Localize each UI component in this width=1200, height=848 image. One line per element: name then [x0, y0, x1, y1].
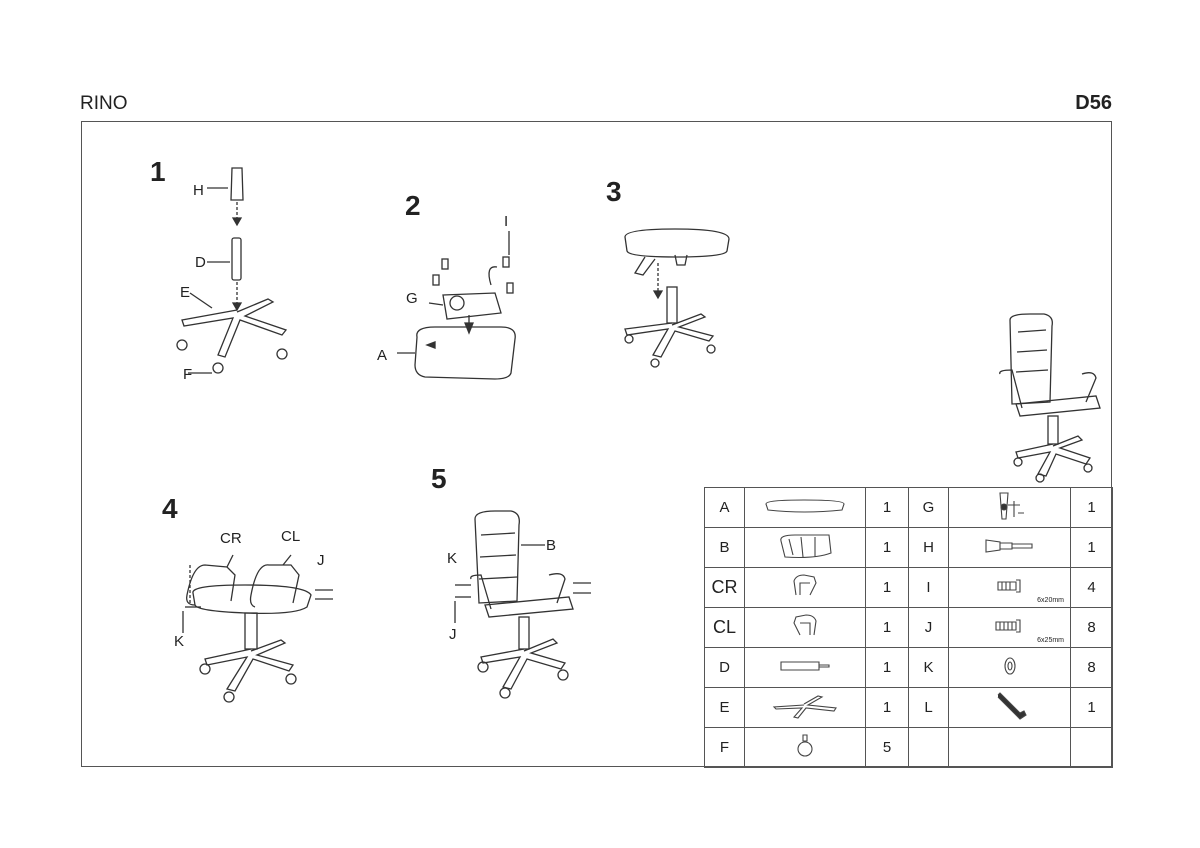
parts-row: D 1 K 8	[704, 647, 1113, 688]
step-5-number: 5	[431, 463, 447, 494]
part-qty: 1	[1070, 487, 1113, 528]
finished-chair-illustration	[999, 313, 1101, 483]
part-qty: 1	[865, 487, 909, 528]
allen-key-icon	[948, 687, 1071, 728]
part-letter: CL	[704, 607, 745, 648]
screw-size-label: 6x25mm	[1037, 637, 1064, 644]
part-qty: 1	[865, 607, 909, 648]
part-qty: 4	[1070, 567, 1113, 608]
caster-icon	[744, 727, 866, 768]
part-letter: L	[908, 687, 949, 728]
step-4-label-j: J	[317, 552, 325, 569]
step-1-label-f: F	[183, 366, 193, 383]
part-letter: E	[704, 687, 745, 728]
step-3-number: 3	[606, 176, 622, 207]
step-4-number: 4	[162, 493, 178, 524]
right-armrest-icon	[744, 567, 866, 608]
part-letter: K	[908, 647, 949, 688]
step-2-number: 2	[405, 190, 421, 221]
seat-icon	[744, 487, 866, 528]
step-2-label-i: I	[504, 213, 509, 230]
part-letter	[908, 727, 949, 768]
part-qty: 1	[1070, 687, 1113, 728]
washer-icon	[948, 647, 1071, 688]
step-2-label-a: A	[377, 347, 388, 364]
step-4-armrests-illustration	[182, 554, 333, 703]
step-2-label-g: G	[406, 290, 418, 307]
part-letter: J	[908, 607, 949, 648]
step-4-label-cl: CL	[281, 528, 301, 545]
instruction-frame	[81, 121, 1112, 767]
step-4-label-k: K	[174, 633, 185, 650]
part-qty: 8	[1070, 607, 1113, 648]
part-qty: 1	[865, 647, 909, 688]
step-3-seat-to-base-illustration	[624, 228, 730, 368]
model-name: RINO	[80, 93, 128, 114]
parts-row: CR 1 I 6x20mm 4	[704, 567, 1113, 608]
model-code: D56	[1075, 92, 1112, 114]
parts-row: A 1 G 1	[704, 487, 1113, 528]
left-armrest-icon	[744, 607, 866, 648]
part-qty: 5	[865, 727, 909, 768]
part-letter: A	[704, 487, 745, 528]
mechanism-icon	[948, 487, 1071, 528]
star-base-icon	[744, 687, 866, 728]
part-letter: D	[704, 647, 745, 688]
backrest-icon	[744, 527, 866, 568]
parts-row: B 1 H 1	[704, 527, 1113, 568]
step-5-label-k: K	[447, 550, 458, 567]
step-5-backrest-illustration	[454, 510, 591, 699]
step-4-label-cr: CR	[220, 530, 242, 547]
part-qty: 1	[865, 527, 909, 568]
part-letter: I	[908, 567, 949, 608]
screw-icon: 6x25mm	[948, 607, 1071, 648]
parts-row: F 5	[704, 727, 1113, 768]
parts-row: E 1 L 1	[704, 687, 1113, 728]
gas-lift-icon	[744, 647, 866, 688]
step-5-label-j: J	[449, 626, 457, 643]
step-1-label-d: D	[195, 254, 206, 271]
part-qty	[1070, 727, 1113, 768]
parts-row: CL 1 J 6x25mm 8	[704, 607, 1113, 648]
screw-icon: 6x20mm	[948, 567, 1071, 608]
step-1-base-assembly-illustration	[176, 167, 288, 374]
part-letter: G	[908, 487, 949, 528]
gas-lift-cover-icon	[948, 527, 1071, 568]
step-2-mechanism-to-seat-illustration	[397, 231, 516, 380]
part-letter: F	[704, 727, 745, 768]
step-1-label-h: H	[193, 182, 204, 199]
part-letter: CR	[704, 567, 745, 608]
step-1-label-e: E	[180, 284, 191, 301]
part-letter: H	[908, 527, 949, 568]
screw-size-label: 6x20mm	[1037, 597, 1064, 604]
part-qty: 8	[1070, 647, 1113, 688]
parts-list-table: A 1 G 1 B 1 H 1 CR 1 I 6x20mm 4 CL 1 J	[704, 487, 1113, 768]
part-qty: 1	[1070, 527, 1113, 568]
step-1-number: 1	[150, 156, 166, 187]
part-qty: 1	[865, 567, 909, 608]
part-qty: 1	[865, 687, 909, 728]
part-letter: B	[704, 527, 745, 568]
empty-icon-cell	[948, 727, 1071, 768]
step-5-label-b: B	[546, 537, 557, 554]
